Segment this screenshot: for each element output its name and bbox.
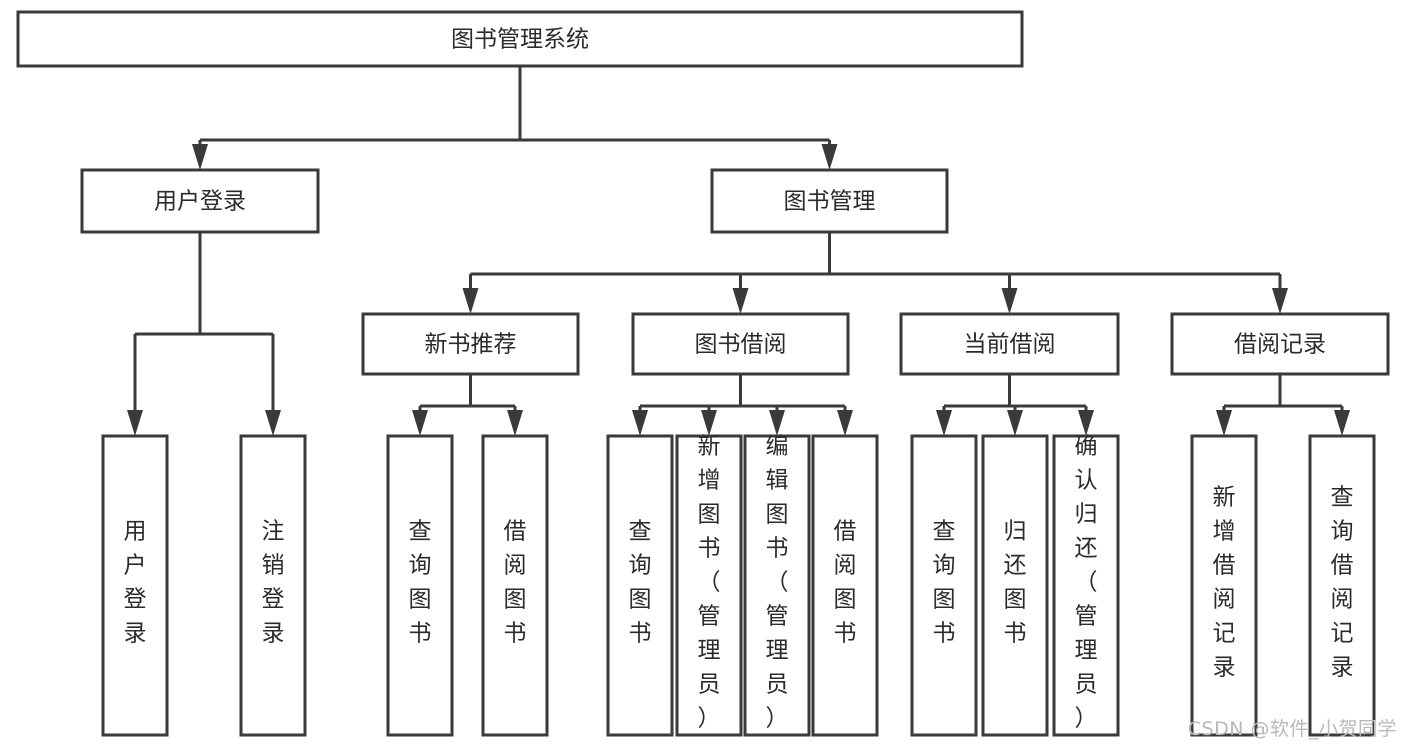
node-new-book-rec[interactable]: 新书推荐	[361, 312, 580, 376]
node-leaf-query-book-cb[interactable]: 查询图书	[910, 434, 978, 737]
node-book-manage[interactable]: 图书管理	[710, 168, 949, 234]
node-label: 借阅记录	[1234, 332, 1326, 358]
node-leaf-add-book[interactable]: 新增图书（管理员）	[675, 434, 743, 737]
node-label: 新书推荐	[425, 332, 517, 358]
node-leaf-return-book[interactable]: 归还图书	[981, 434, 1049, 737]
node-leaf-user-login[interactable]: 用户登录	[101, 434, 169, 737]
node-label: 当前借阅	[964, 332, 1056, 358]
node-label: 查询图书	[629, 519, 652, 647]
node-root-图书管理系统[interactable]: 图书管理系统	[16, 10, 1024, 68]
node-borrow-record[interactable]: 借阅记录	[1170, 312, 1390, 376]
node-leaf-edit-book[interactable]: 编辑图书（管理员）	[743, 434, 811, 737]
node-label: 注销登录	[262, 519, 285, 647]
node-label: 图书借阅	[695, 332, 787, 358]
connector-layer	[127, 66, 1350, 436]
node-leaf-query-book-br[interactable]: 查询图书	[606, 434, 674, 737]
node-label: 归还图书	[1004, 519, 1027, 647]
node-label: 用户登录	[154, 189, 246, 215]
node-leaf-borrow-book-rec[interactable]: 借阅图书	[481, 434, 549, 737]
node-book-borrow[interactable]: 图书借阅	[631, 312, 850, 376]
node-leaf-borrow-book-br[interactable]: 借阅图书	[811, 434, 879, 737]
node-label: 借阅图书	[834, 519, 857, 647]
node-label: 查询图书	[933, 519, 956, 647]
node-label: 图书管理	[784, 189, 876, 215]
node-leaf-user-logout[interactable]: 注销登录	[239, 434, 307, 737]
node-user-login[interactable]: 用户登录	[80, 168, 320, 234]
node-label: 用户登录	[124, 519, 147, 647]
node-current-borrow[interactable]: 当前借阅	[899, 312, 1120, 376]
node-leaf-query-record[interactable]: 查询借阅记录	[1308, 434, 1376, 737]
node-label: 查询图书	[409, 519, 432, 647]
node-layer: 图书管理系统用户登录图书管理新书推荐图书借阅当前借阅借阅记录用户登录注销登录查询…	[16, 10, 1390, 737]
node-label: 编辑图书（管理员）	[766, 434, 789, 732]
node-label: 查询借阅记录	[1331, 485, 1354, 681]
node-label: 借阅图书	[504, 519, 527, 647]
node-leaf-confirm-return[interactable]: 确认归还（管理员）	[1052, 434, 1120, 737]
node-label: 新增借阅记录	[1213, 485, 1236, 681]
node-label: 确认归还（管理员）	[1075, 434, 1098, 732]
node-leaf-add-record[interactable]: 新增借阅记录	[1190, 434, 1258, 737]
node-label: 图书管理系统	[451, 27, 589, 53]
node-label: 新增图书（管理员）	[698, 434, 721, 732]
node-leaf-query-book-rec[interactable]: 查询图书	[386, 434, 454, 737]
